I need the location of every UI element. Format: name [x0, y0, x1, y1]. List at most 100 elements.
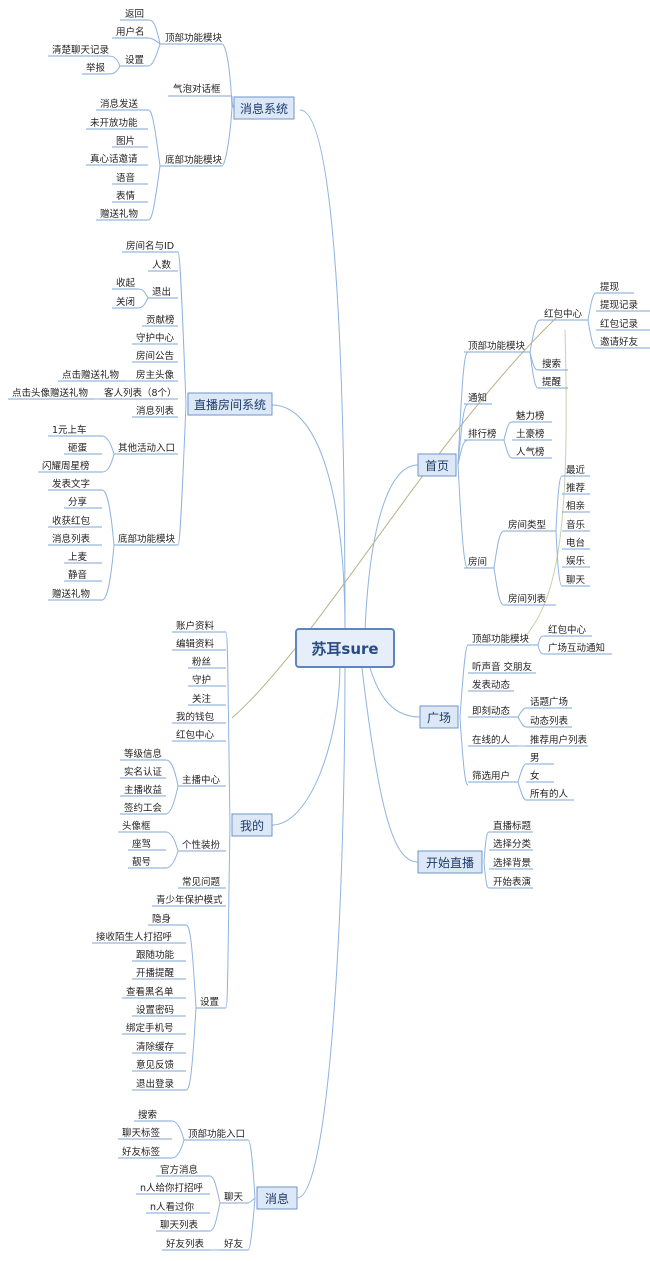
- room-guard: 守护中心: [136, 332, 175, 344]
- plaza-post: 发表动态: [472, 679, 511, 691]
- plaza-label: 广场: [427, 711, 451, 725]
- plaza-listen: 听声音 交朋友: [472, 661, 533, 673]
- cross-link-plaza-redpacket: [521, 329, 567, 641]
- teen-mode: 青少年保护模式: [156, 894, 223, 906]
- msg-top-item: 好友标签: [122, 1146, 161, 1158]
- settings-item: 跟随功能: [136, 949, 175, 961]
- start-live-item: 直播标题: [493, 820, 532, 832]
- mine-item: 我的钱包: [176, 711, 215, 723]
- settings-item: 开播提醒: [136, 967, 175, 979]
- home-items: 顶部功能模块红包中心提现提现记录红包记录邀请好友搜索提醒通知排行榜魅力榜土豪榜人…: [464, 281, 650, 606]
- msg-top-item: 聊天标签: [122, 1127, 161, 1139]
- msg-settings-label: 设置: [125, 55, 144, 66]
- branch-message-system: 消息系统 气泡对话框 顶部功能模块 返回 用户名 设置 清楚聊天记录 举报 底部…: [48, 8, 295, 221]
- start-live-item: 开始表演: [493, 876, 531, 888]
- instant-item: 话题广场: [530, 696, 568, 708]
- live-room-items: 房间名与ID人数退出收起关闭贡献榜守护中心房间公告房主头像点击赠送礼物客人列表（…: [8, 240, 178, 601]
- mine-item: 编辑资料: [176, 638, 215, 650]
- plaza-instant: 即刻动态: [472, 705, 511, 717]
- settings-item: 退出登录: [136, 1078, 175, 1090]
- plaza-redpacket: 红包中心: [548, 624, 587, 636]
- room-list: 房间列表: [508, 593, 547, 605]
- branch-home: 首页 顶部功能模块红包中心提现提现记录红包记录邀请好友搜索提醒通知排行榜魅力榜土…: [417, 281, 650, 606]
- start-live-item: 选择分类: [493, 838, 532, 850]
- home-rank: 排行榜: [468, 428, 497, 440]
- anchor-item: 实名认证: [124, 766, 163, 778]
- branch-live-room: 直播房间系统 房间名与ID人数退出收起关闭贡献榜守护中心房间公告房主头像点击赠送…: [8, 240, 273, 601]
- mine-item: 守护: [192, 674, 211, 686]
- mine-settings: 设置: [200, 997, 219, 1008]
- msg-bottom-item: 表情: [116, 190, 136, 202]
- msg-top-entry: 顶部功能入口: [188, 1128, 245, 1140]
- anchor-center: 主播中心: [182, 774, 221, 786]
- chat-item: 官方消息: [160, 1164, 198, 1176]
- room-notice: 房间公告: [136, 350, 174, 362]
- mine-items: 账户资料编辑资料粉丝守护关注我的钱包红包中心主播中心等级信息实名认证主播收益签约…: [92, 620, 226, 1091]
- room-type-item: 聊天: [566, 574, 586, 586]
- dress-item: 座驾: [132, 838, 151, 850]
- room-bottom-item: 赠送礼物: [52, 588, 91, 600]
- room-bottom-module: 底部功能模块: [118, 533, 176, 545]
- report-label: 举报: [86, 62, 106, 74]
- chat: 聊天: [224, 1191, 244, 1203]
- mine-item: 粉丝: [192, 656, 211, 668]
- room-owner-avatar: 房主头像: [136, 369, 175, 381]
- room-count: 人数: [152, 259, 172, 271]
- home-redpacket: 红包中心: [544, 308, 583, 320]
- start-live-item: 选择背景: [493, 857, 531, 869]
- room-type-item: 最近: [566, 464, 586, 476]
- room-bottom-item: 发表文字: [52, 478, 90, 490]
- msg-bottom-item: 赠送礼物: [100, 208, 139, 220]
- msg-bottom-item: 图片: [116, 135, 135, 147]
- root-node: 苏耳sure: [295, 628, 395, 668]
- room-guest-list: 客人列表（8个）: [104, 387, 177, 399]
- live-room-label: 直播房间系统: [194, 397, 266, 412]
- plaza-top-module: 顶部功能模块: [472, 633, 530, 645]
- filter-item: 男: [530, 753, 540, 764]
- anchor-item: 签约工会: [124, 802, 163, 814]
- redpacket-item: 邀请好友: [600, 336, 639, 348]
- chat-item: n人给你打招呼: [140, 1182, 204, 1194]
- instant-item: 动态列表: [530, 715, 569, 727]
- chat-item: 聊天列表: [160, 1219, 199, 1231]
- room-bottom-item: 分享: [68, 496, 87, 508]
- faq: 常见问题: [182, 876, 221, 888]
- room-name-id: 房间名与ID: [126, 240, 174, 252]
- msg-bottom-item: 消息发送: [100, 98, 139, 110]
- start-live-label: 开始直播: [426, 856, 474, 870]
- branch-messages: 消息 顶部功能入口搜索聊天标签好友标签聊天官方消息n人给你打招呼n人看过你聊天列…: [118, 1109, 298, 1251]
- room-type-item: 音乐: [566, 519, 586, 531]
- friends: 好友: [224, 1238, 244, 1250]
- dress-item: 靓号: [132, 856, 151, 868]
- msg-bottom-item: 未开放功能: [90, 117, 138, 129]
- anchor-item: 主播收益: [124, 784, 163, 796]
- back-label: 返回: [125, 8, 144, 20]
- friend-list: 好友列表: [166, 1238, 205, 1250]
- mine-item: 关注: [192, 693, 212, 705]
- msg-top-item: 搜索: [138, 1109, 157, 1121]
- exit-close: 关闭: [116, 296, 135, 308]
- room-bottom-item: 静音: [68, 569, 87, 581]
- plaza-online: 在线的人: [472, 734, 511, 746]
- home-room: 房间: [468, 556, 487, 568]
- settings-item: 绑定手机号: [126, 1022, 174, 1034]
- settings-item: 设置密码: [136, 1004, 174, 1016]
- settings-item: 清除缓存: [136, 1041, 175, 1053]
- home-remind: 提醒: [542, 376, 562, 388]
- redpacket-item: 提现记录: [600, 299, 639, 311]
- plaza-filter: 筛选用户: [472, 770, 510, 782]
- settings-item: 接收陌生人打招呼: [96, 931, 173, 943]
- room-activity: 其他活动入口: [118, 442, 175, 454]
- activity-item: 砸蛋: [68, 443, 88, 454]
- msg-bottom-item: 语音: [116, 172, 135, 184]
- room-type-item: 娱乐: [566, 555, 586, 567]
- activity-item: 1元上车: [52, 424, 87, 436]
- msg-top-module: 顶部功能模块: [165, 32, 223, 44]
- guest-click-avatar-gift: 点击头像赠送礼物: [12, 387, 89, 399]
- activity-item: 闪耀周星榜: [42, 460, 90, 472]
